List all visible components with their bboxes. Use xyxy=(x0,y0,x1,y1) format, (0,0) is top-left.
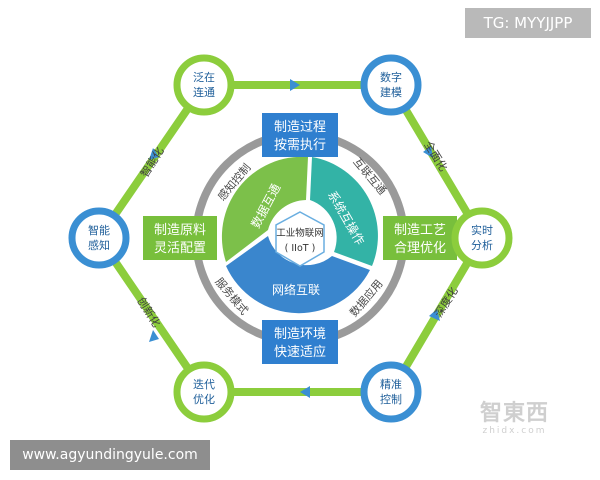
edge-label-left-upper: 智能化 xyxy=(137,144,166,179)
box-left-line1: 制造原料 xyxy=(154,223,206,238)
center-title: 工业物联网 xyxy=(276,227,324,239)
node-top-right-line2: 建模 xyxy=(380,85,402,99)
box-bottom-line1: 制造环境 xyxy=(274,327,326,342)
node-top-left-line1: 泛在 xyxy=(193,71,215,84)
node-left-line2: 感知 xyxy=(88,238,110,252)
node-bottom-right-line1: 精准 xyxy=(380,378,402,391)
brand-watermark-pinyin: zhidx.com xyxy=(482,426,547,436)
hex-node-bottom-left: 迭代 优化 xyxy=(173,361,235,423)
node-bottom-left-line2: 优化 xyxy=(193,392,215,406)
node-top-right-line1: 数字 xyxy=(380,70,402,84)
box-top-line2: 按需执行 xyxy=(274,138,326,153)
center-subtitle: ( IIoT ) xyxy=(285,243,316,254)
hex-node-top-left: 泛在 连通 xyxy=(173,54,235,116)
edge-label-right-lower: 深度化 xyxy=(431,284,460,319)
arrow-bottom-edge xyxy=(300,386,310,398)
box-left xyxy=(143,216,217,260)
center-hexagon xyxy=(275,211,325,267)
box-bottom xyxy=(262,320,338,364)
node-right-line2: 分析 xyxy=(471,238,493,252)
website-watermark: www.agyundingyule.com xyxy=(10,440,210,470)
box-bottom-line2: 快速适应 xyxy=(274,344,326,360)
hex-arrows xyxy=(149,79,440,398)
hex-node-top-right: 数字 建模 xyxy=(360,54,422,116)
hex-node-bottom-right: 精准 控制 xyxy=(360,361,422,423)
edge-label-left-lower: 创新化 xyxy=(134,294,163,329)
segment-network-interconnect xyxy=(226,236,370,314)
node-top-left-line2: 连通 xyxy=(193,86,215,99)
node-bottom-right-line2: 控制 xyxy=(380,392,402,406)
box-right xyxy=(383,216,457,260)
node-bottom-left-line1: 迭代 xyxy=(193,378,215,391)
box-top-line1: 制造过程 xyxy=(274,120,326,135)
hex-node-left: 智能 感知 xyxy=(68,207,130,269)
arrow-lower-left-edge xyxy=(149,330,159,342)
box-right-line1: 制造工艺 xyxy=(394,223,446,238)
arrow-upper-left-edge xyxy=(149,148,159,160)
box-right-line2: 合理优化 xyxy=(394,241,446,256)
telegram-tag: TG: MYYJJPP xyxy=(465,8,591,38)
arrow-upper-right-edge xyxy=(423,146,433,158)
box-left-line2: 灵活配置 xyxy=(154,241,206,256)
brand-watermark-cn: 智東西 xyxy=(480,401,550,426)
segment-label-network: 网络互联 xyxy=(272,282,320,297)
arrow-lower-right-edge xyxy=(429,309,440,321)
arrow-top-edge xyxy=(290,79,300,91)
box-top xyxy=(262,113,338,157)
edge-label-right-upper: 全面化 xyxy=(421,138,450,173)
brand-watermark: 智東西 zhidx.com xyxy=(480,401,550,437)
hex-node-right: 实时 分析 xyxy=(451,207,513,269)
segment-data-interop xyxy=(221,156,308,262)
node-right-line1: 实时 xyxy=(471,223,493,237)
node-left-line1: 智能 xyxy=(88,223,110,237)
segment-system-interop xyxy=(310,157,378,266)
